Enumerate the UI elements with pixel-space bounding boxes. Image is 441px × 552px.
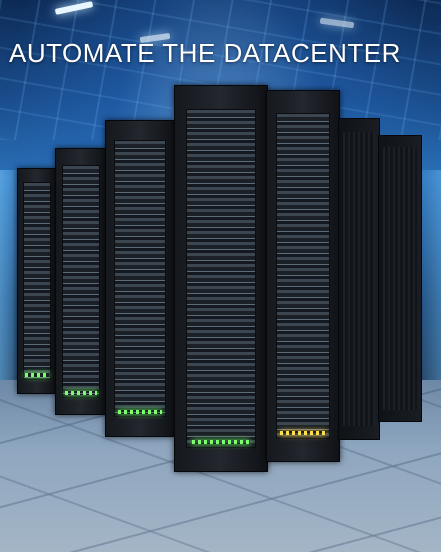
server-rack xyxy=(105,120,175,437)
side-cabinet xyxy=(338,118,380,440)
server-rack xyxy=(174,85,268,472)
server-rack xyxy=(17,168,57,394)
server-rack xyxy=(266,90,340,462)
server-rack xyxy=(55,148,107,415)
headline: AUTOMATE THE DATACENTER xyxy=(9,38,401,68)
side-cabinet xyxy=(378,135,422,422)
